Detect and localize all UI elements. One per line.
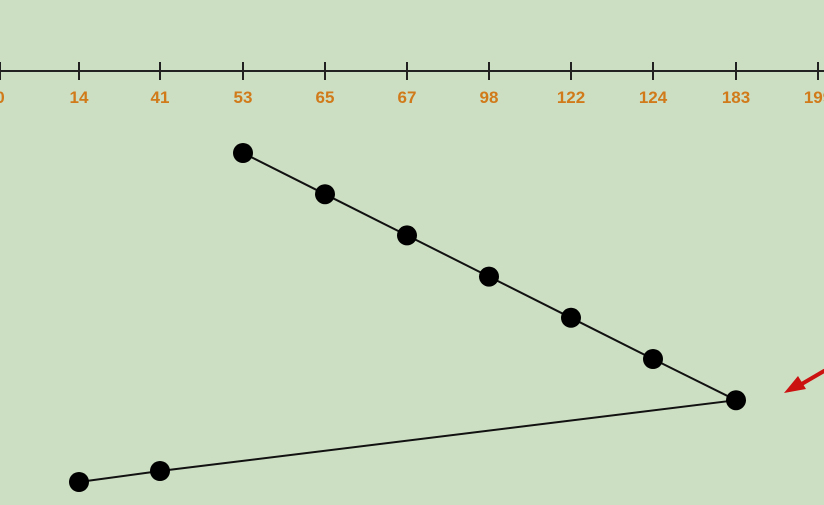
tick-label-124: 124: [639, 88, 668, 107]
seek-point-122: [561, 307, 581, 328]
seek-point-14: [69, 472, 89, 492]
tick-label-41: 41: [151, 88, 170, 107]
seek-point-67: [397, 225, 417, 246]
seek-point-41: [150, 461, 170, 481]
seek-point-98: [479, 266, 499, 287]
seek-point-183: [726, 390, 746, 411]
tick-label-67: 67: [398, 88, 417, 107]
red-arrow-icon: [784, 369, 824, 393]
axis-tick-labels: 0 14 41 53 65 67 98 122 124 183 199: [0, 88, 824, 107]
axis-ticks: [0, 62, 819, 80]
tick-label-14: 14: [70, 88, 89, 107]
tick-label-53: 53: [234, 88, 253, 107]
seek-points: [69, 143, 746, 492]
tick-label-183: 183: [722, 88, 750, 107]
tick-label-0: 0: [0, 88, 5, 107]
tick-label-199: 199: [804, 88, 824, 107]
tick-label-65: 65: [316, 88, 335, 107]
seek-point-65: [315, 184, 335, 205]
tick-label-122: 122: [557, 88, 585, 107]
seek-path: [78, 152, 740, 483]
tick-label-98: 98: [480, 88, 499, 107]
seek-point-53: [233, 143, 253, 163]
seek-point-124: [643, 349, 663, 369]
